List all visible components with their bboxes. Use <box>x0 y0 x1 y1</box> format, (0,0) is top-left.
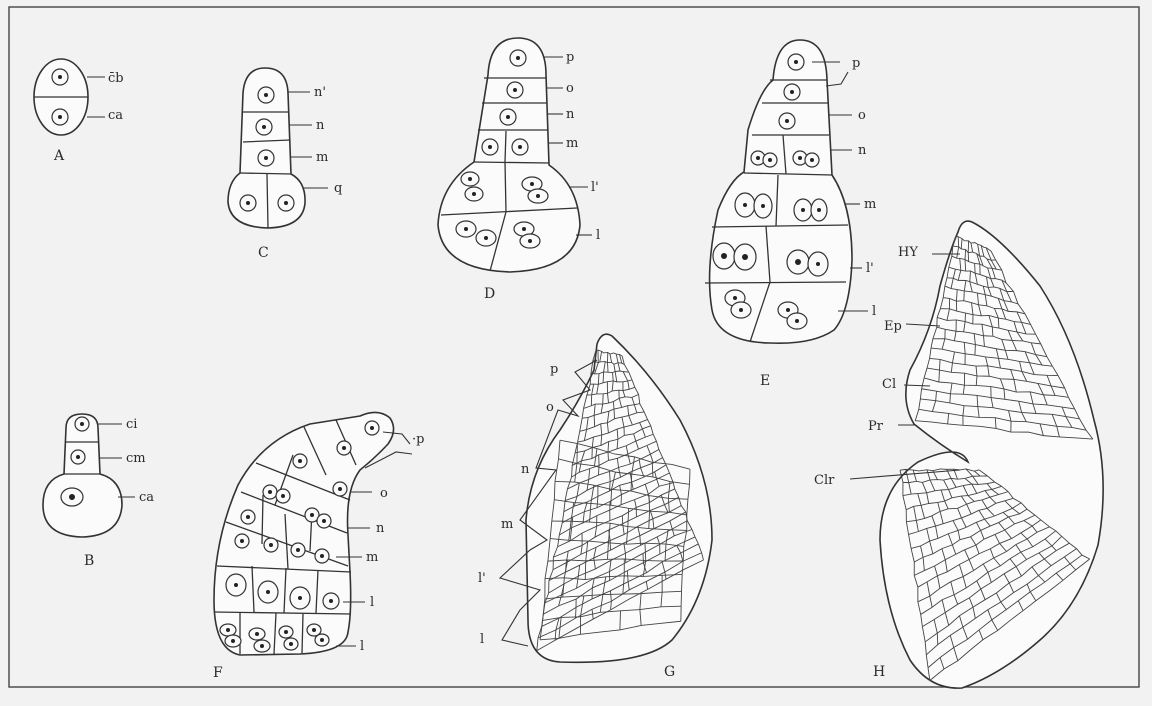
label-ci: ci <box>126 417 137 432</box>
label-o: o <box>546 400 554 415</box>
label-l-prime: l' <box>866 261 874 276</box>
label-ep: Ep <box>884 319 902 334</box>
label-n: n <box>521 462 530 477</box>
cell-wall-segment <box>609 482 610 491</box>
cell-wall-segment <box>965 250 966 260</box>
cell-wall-segment <box>613 402 614 409</box>
cell-wall-segment <box>992 327 993 336</box>
cell-wall-segment <box>970 271 971 282</box>
panel-label-h: H <box>873 664 885 680</box>
label-l: l <box>872 304 876 319</box>
label-l: l <box>480 632 484 647</box>
panel-label-e: E <box>760 373 770 389</box>
label-l-prime: l' <box>478 571 486 586</box>
cell-wall-segment <box>598 374 599 385</box>
label-m: m <box>366 550 378 565</box>
panel-h: HY Ep Cl Pr Clr H <box>814 221 1103 688</box>
label-hy: HY <box>898 245 918 260</box>
label-cm: cm <box>126 451 146 466</box>
cell-wall-segment <box>975 263 976 273</box>
label-ca-b: ca <box>139 490 154 505</box>
label-l: l <box>370 595 374 610</box>
label-n: n <box>858 143 867 158</box>
cell-wall-segment <box>577 444 578 464</box>
label-pr: Pr <box>868 419 884 434</box>
panel-a: c̄b ca A <box>34 59 124 164</box>
label-l-prime: l' <box>591 180 599 195</box>
label-m: m <box>864 197 876 212</box>
panel-d: p o n m l' l D <box>438 38 600 302</box>
label-n: n <box>316 118 325 133</box>
panel-g: p o n m l' l G <box>478 334 712 680</box>
cell-wall-segment <box>603 372 604 383</box>
label-n: n <box>566 107 575 122</box>
panel-label-g: G <box>664 664 675 680</box>
cell-wall-segment <box>998 318 999 328</box>
label-p: p <box>852 56 860 71</box>
cell-wall-segment <box>958 237 959 247</box>
cell-wall-segment <box>950 394 951 403</box>
label-m: m <box>316 150 328 165</box>
cell-wall-segment <box>965 259 966 271</box>
label-cl: Cl <box>882 377 896 392</box>
label-o: o <box>566 81 574 96</box>
cell-wall-segment <box>572 465 573 477</box>
label-n-prime: n' <box>314 85 326 100</box>
label-o: o <box>380 486 388 501</box>
cell-wall-segment <box>620 611 621 630</box>
panel-label-d: D <box>484 286 495 302</box>
panel-b: ci cm ca B <box>43 414 154 569</box>
cell-wall-segment <box>614 409 615 419</box>
panel-f: ·p o n m l l F <box>213 412 424 681</box>
label-m: m <box>566 136 578 151</box>
label-o: o <box>858 108 866 123</box>
cell-wall-segment <box>607 363 608 373</box>
cell-wall-segment <box>939 359 940 370</box>
cell-wall-segment <box>610 471 611 481</box>
panel-label-c: C <box>258 245 269 261</box>
panel-label-b: B <box>84 553 94 569</box>
label-m: m <box>501 517 513 532</box>
label-n: n <box>376 521 385 536</box>
label-p: p <box>566 50 574 65</box>
label-l-lower: l <box>360 639 364 654</box>
cell-wall-segment <box>649 496 650 512</box>
label-cb: c̄b <box>108 71 124 86</box>
label-q: q <box>334 181 342 196</box>
label-p: p <box>550 362 558 377</box>
label-l: l <box>596 228 600 243</box>
cell-wall-segment <box>683 546 684 561</box>
panel-e: p o n m l' l E <box>705 40 876 389</box>
label-p: ·p <box>412 432 424 447</box>
label-clr: Clr <box>814 473 835 488</box>
panel-c: n' n m q C <box>228 68 342 261</box>
panel-label-a: A <box>53 148 65 164</box>
panel-label-f: F <box>213 665 223 681</box>
label-ca: ca <box>108 108 123 123</box>
cell-wall-segment <box>576 607 577 618</box>
